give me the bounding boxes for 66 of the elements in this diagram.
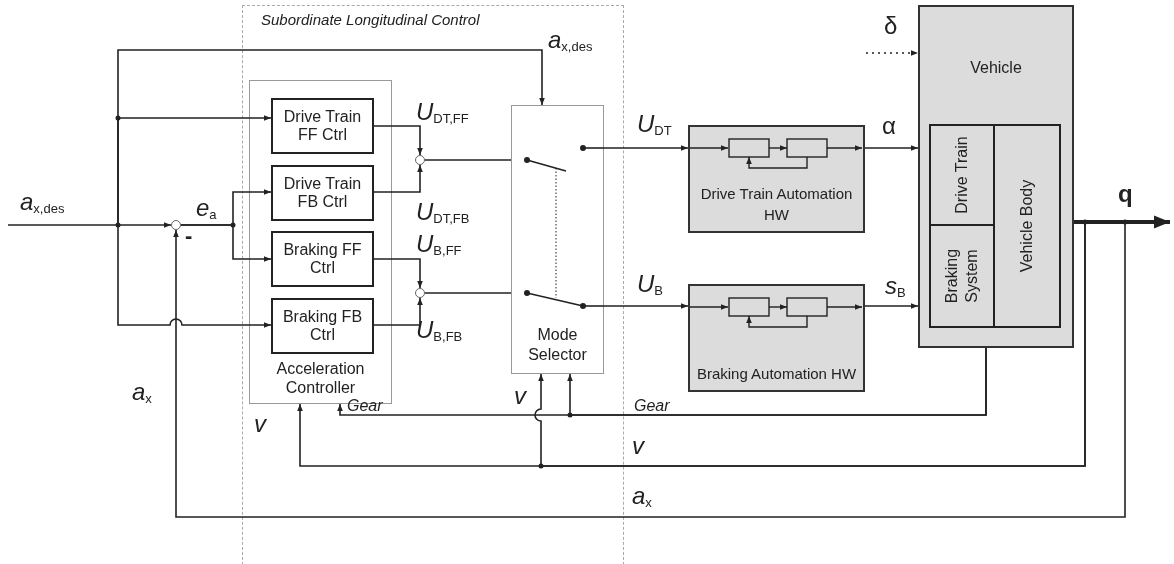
arrow	[117, 115, 272, 226]
arrow	[1074, 215, 1170, 229]
edge-label: U$_{DT,FB}$	[416, 200, 470, 228]
control-block	[271, 165, 374, 221]
frame-label: Mode Selector	[527, 325, 588, 365]
edge-label: v	[514, 384, 526, 408]
signal-label: v	[632, 434, 644, 458]
edge-label: U$_{B,FB}$	[416, 318, 463, 346]
arrow	[373, 164, 423, 193]
edge-label: U$_{DT}$	[637, 112, 672, 140]
sign-label: -	[185, 224, 193, 248]
subsystem-block	[993, 124, 1061, 328]
edge-label: v	[254, 412, 266, 436]
edge-label: a$_{x,des}$	[20, 190, 65, 218]
arrow	[603, 145, 689, 151]
edge-label: q	[1118, 182, 1133, 206]
group-title: Subordinate Longitudinal Control	[261, 11, 481, 29]
block-label: Braking Automation HW	[695, 364, 858, 384]
block-label: Drive Train FF Ctrl	[282, 108, 363, 144]
arrow	[864, 145, 919, 151]
group-frame	[242, 5, 624, 564]
summing-junction	[171, 220, 181, 230]
block-label: Drive Train FB Ctrl	[282, 175, 363, 211]
edge-label: a$_{x}$	[132, 380, 152, 408]
edge-label: U$_{B}$	[637, 272, 663, 300]
edge-label: Gear	[634, 396, 670, 416]
subsystem-block	[929, 124, 995, 226]
edge-label: s$_{B}$	[885, 274, 906, 302]
control-block	[271, 98, 374, 154]
subsystem-block	[929, 224, 995, 328]
block-label: Vehicle Body	[1017, 179, 1036, 273]
edge-label: Gear	[347, 396, 383, 416]
edge-label: U$_{B,FF}$	[416, 232, 462, 260]
arrow	[7, 222, 172, 228]
signal-line	[424, 159, 512, 161]
signal-line	[424, 292, 512, 294]
block-label: Braking FF Ctrl	[282, 241, 363, 277]
edge-label: α	[882, 114, 896, 138]
selector-frame	[511, 105, 604, 374]
arrow	[603, 303, 689, 309]
vehicle-block	[918, 5, 1074, 348]
control-block	[271, 231, 374, 287]
edge-label: e$_{a}$	[196, 196, 217, 224]
edge-label: a$_{x,des}$	[548, 28, 593, 56]
arrow	[864, 303, 919, 309]
block-label: Vehicle	[969, 59, 1023, 77]
arrow	[173, 221, 1126, 518]
summing-junction	[415, 288, 425, 298]
arrow	[337, 347, 987, 416]
block-label: Drive Train	[952, 136, 971, 214]
frame-label: Acceleration Controller	[275, 359, 366, 397]
signal-label: a$_{x}$	[632, 484, 652, 512]
block-label: Braking System	[942, 247, 981, 306]
dotted-arrow	[865, 50, 919, 56]
arrow	[297, 221, 1086, 467]
block-label: Braking FB Ctrl	[281, 308, 364, 344]
edge-label: δ	[884, 14, 898, 38]
block-label: Drive Train Automation HW	[699, 184, 854, 225]
arrow	[180, 224, 272, 262]
edge-label: U$_{DT,FF}$	[416, 100, 469, 128]
arrow	[117, 224, 272, 328]
control-block	[271, 298, 374, 354]
arrow	[373, 297, 423, 326]
summing-junction	[415, 155, 425, 165]
arrow	[373, 125, 423, 156]
arrow	[373, 258, 423, 289]
